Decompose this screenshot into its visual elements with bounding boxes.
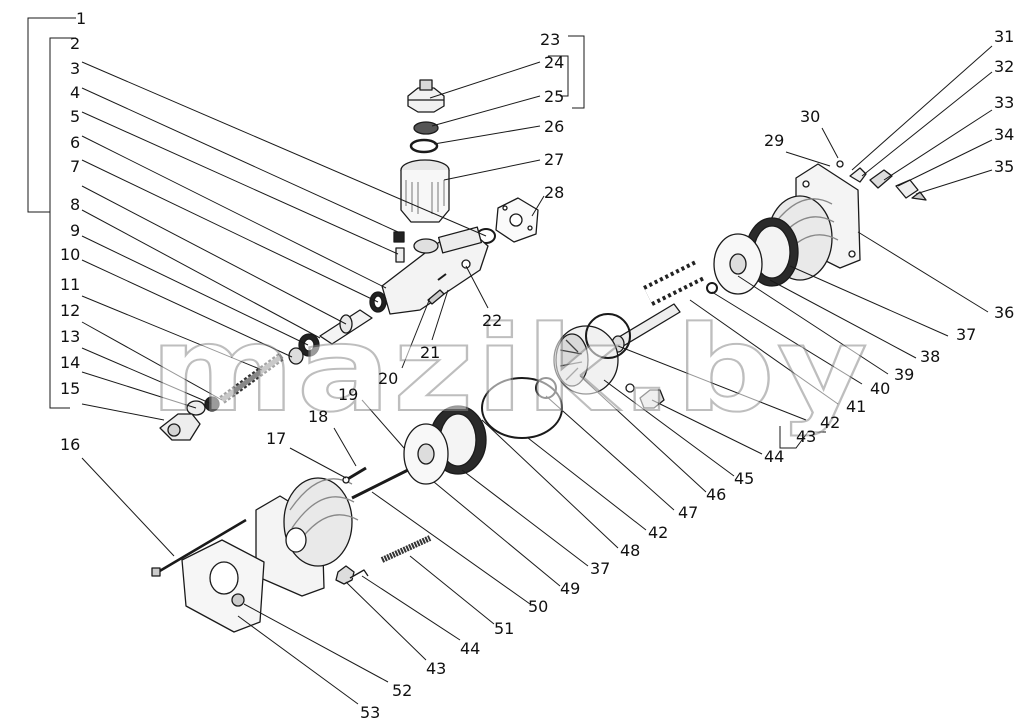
rod-part xyxy=(351,468,409,500)
callout-3: 3 xyxy=(70,59,80,78)
o-ring-part xyxy=(409,138,439,154)
callout-21: 21 xyxy=(420,343,440,362)
callout-12: 12 xyxy=(60,301,80,320)
callout-24: 24 xyxy=(544,53,564,72)
callout-43-upper: 43 xyxy=(796,427,816,446)
callout-44-lower: 44 xyxy=(460,639,480,658)
callout-19: 19 xyxy=(338,385,358,404)
callout-35: 35 xyxy=(994,157,1014,176)
watermark: mazik.by xyxy=(150,300,870,438)
callout-13: 13 xyxy=(60,327,80,346)
piston-disc-part xyxy=(713,233,763,295)
bleed-screw-part xyxy=(427,273,447,305)
callout-5: 5 xyxy=(70,107,80,126)
callout-22: 22 xyxy=(482,311,502,330)
spacer-ring-part xyxy=(481,377,563,439)
return-spring-part xyxy=(219,352,285,404)
callout-17: 17 xyxy=(266,429,286,448)
lower-piston-disc-part xyxy=(403,423,449,485)
callout-7: 7 xyxy=(70,157,80,176)
callout-10: 10 xyxy=(60,245,80,264)
callout-27: 27 xyxy=(544,150,564,169)
callout-29: 29 xyxy=(764,131,784,150)
callout-41: 41 xyxy=(846,397,866,416)
callout-8: 8 xyxy=(70,195,80,214)
callout-47: 47 xyxy=(678,503,698,522)
leader-lines xyxy=(27,17,993,705)
callout-28: 28 xyxy=(544,183,564,202)
cylinder-housing-part xyxy=(767,163,861,281)
long-bolt-part xyxy=(151,518,247,577)
callout-30: 30 xyxy=(800,107,820,126)
callout-23: 23 xyxy=(540,30,560,49)
callout-34: 34 xyxy=(994,125,1014,144)
callout-15: 15 xyxy=(60,379,80,398)
callout-45: 45 xyxy=(734,469,754,488)
callout-52: 52 xyxy=(392,681,412,700)
callout-36: 36 xyxy=(994,303,1014,322)
callout-50: 50 xyxy=(528,597,548,616)
callout-9: 9 xyxy=(70,221,80,240)
guide-bushing-part xyxy=(553,325,619,395)
callout-37-lower: 37 xyxy=(590,559,610,578)
callout-51: 51 xyxy=(494,619,514,638)
callout-37-upper: 37 xyxy=(956,325,976,344)
threaded-rod-part xyxy=(380,535,432,563)
callout-25: 25 xyxy=(544,87,564,106)
piston-part xyxy=(319,309,373,345)
callout-6: 6 xyxy=(70,133,80,152)
callout-38: 38 xyxy=(920,347,940,366)
callout-33: 33 xyxy=(994,93,1014,112)
valve-housing-part xyxy=(381,226,489,315)
large-seal-ring-part xyxy=(585,313,631,359)
callout-39: 39 xyxy=(894,365,914,384)
callout-46: 46 xyxy=(706,485,726,504)
small-o-ring-part xyxy=(706,282,718,294)
washer-part xyxy=(535,377,557,399)
callout-44-upper: 44 xyxy=(764,447,784,466)
callout-43-lower: 43 xyxy=(426,659,446,678)
callout-31: 31 xyxy=(994,27,1014,46)
filter-ring-part xyxy=(413,121,439,135)
mounting-flange-part xyxy=(181,539,265,633)
reservoir-body-part xyxy=(400,159,450,223)
callout-48: 48 xyxy=(620,541,640,560)
callout-14: 14 xyxy=(60,353,80,372)
callout-40: 40 xyxy=(870,379,890,398)
callout-42-upper: 42 xyxy=(820,413,840,432)
callout-53: 53 xyxy=(360,703,380,722)
callout-32: 32 xyxy=(994,57,1014,76)
reservoir-cap-part xyxy=(407,79,445,113)
bolt-17-part xyxy=(342,466,367,484)
callout-49: 49 xyxy=(560,579,580,598)
nut-fitting-part xyxy=(335,565,369,585)
callout-4: 4 xyxy=(70,83,80,102)
lower-housing-part xyxy=(255,477,359,597)
check-valve-part xyxy=(393,231,405,263)
callout-42-lower: 42 xyxy=(648,523,668,542)
callout-numbers: 1 2 3 4 5 6 7 8 9 10 11 12 13 14 15 16 1… xyxy=(60,9,1014,722)
diaphragm-spring-part xyxy=(643,260,705,306)
callout-20: 20 xyxy=(378,369,398,388)
callout-26: 26 xyxy=(544,117,564,136)
callout-11: 11 xyxy=(60,275,80,294)
callout-16: 16 xyxy=(60,435,80,454)
callout-18: 18 xyxy=(308,407,328,426)
callout-2: 2 xyxy=(70,34,80,53)
piston-cup-part xyxy=(288,333,320,365)
callout-1: 1 xyxy=(76,9,86,28)
cover-gasket-part xyxy=(495,197,539,243)
